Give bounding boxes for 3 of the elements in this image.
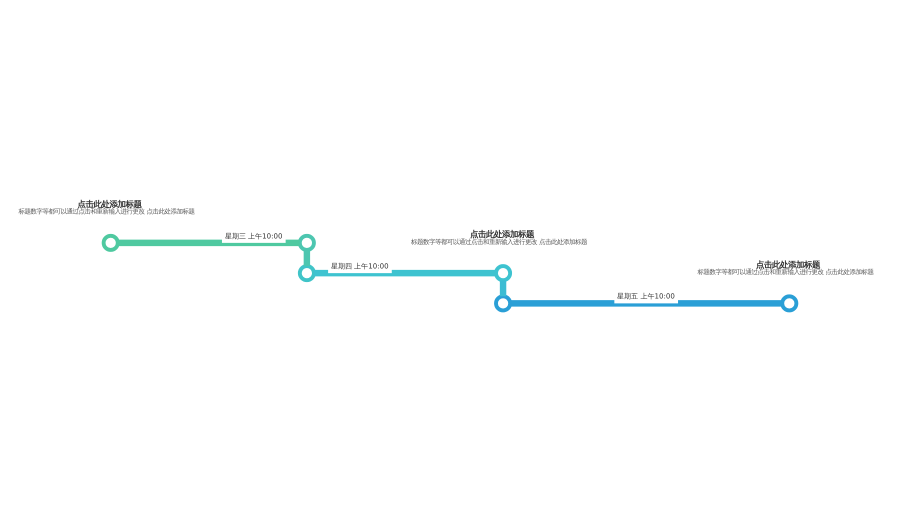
node-label: 点击此处添加标题 xyxy=(470,228,534,239)
node-label: 点击此处添加标题 xyxy=(756,258,820,269)
node-label: 点击此处添加标题 xyxy=(78,198,142,208)
